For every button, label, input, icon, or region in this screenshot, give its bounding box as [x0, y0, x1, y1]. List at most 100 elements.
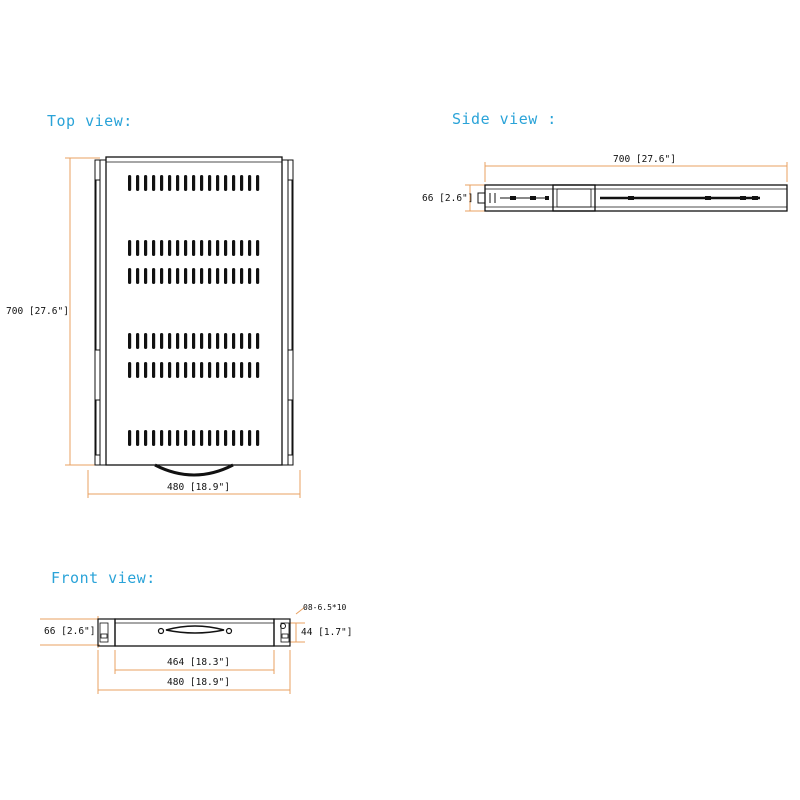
vent-slot [232, 333, 236, 349]
vent-slot [136, 175, 140, 191]
vent-slot [216, 175, 220, 191]
side-view-drawing [465, 162, 788, 212]
vent-slot [240, 333, 244, 349]
front-view-width-label: 480 [18.9"] [167, 677, 230, 688]
vent-slot [128, 430, 132, 446]
vent-slot [136, 333, 140, 349]
front-view-inner-width-label: 464 [18.3"] [167, 657, 230, 668]
vent-slot [128, 362, 132, 378]
vent-slot [192, 175, 196, 191]
vent-slot [136, 430, 140, 446]
vent-slot [168, 175, 172, 191]
vent-slot [200, 362, 204, 378]
vent-slot [240, 362, 244, 378]
vent-slot [224, 333, 228, 349]
vent-slot [160, 430, 164, 446]
vent-slot [256, 175, 260, 191]
vent-slot [152, 333, 156, 349]
vent-slot [200, 333, 204, 349]
vent-slot [160, 333, 164, 349]
vent-slot [136, 362, 140, 378]
vent-slot [200, 268, 204, 284]
vent-slot [184, 333, 188, 349]
vent-slot [128, 175, 132, 191]
vent-slot [200, 430, 204, 446]
vent-slot [168, 362, 172, 378]
vent-slot [208, 333, 212, 349]
vent-slot [128, 240, 132, 256]
vent-slot [248, 430, 252, 446]
vent-slot [240, 175, 244, 191]
vent-slot [176, 430, 180, 446]
vent-slot [176, 240, 180, 256]
vent-slot [184, 240, 188, 256]
vent-slot [176, 333, 180, 349]
top-view-vent-slots [128, 175, 260, 446]
vent-slot [256, 430, 260, 446]
vent-slot [152, 430, 156, 446]
vent-slot [184, 430, 188, 446]
top-view-shelf [105, 156, 283, 466]
vent-slot [160, 175, 164, 191]
vent-slot [160, 268, 164, 284]
vent-slot [128, 333, 132, 349]
vent-slot [256, 240, 260, 256]
vent-slot [216, 362, 220, 378]
vent-slot [152, 268, 156, 284]
front-view-title: Front view: [51, 569, 156, 587]
vent-slot [192, 268, 196, 284]
vent-slot [232, 240, 236, 256]
top-view-dimension-lines [65, 157, 301, 498]
vent-slot [208, 175, 212, 191]
vent-slot [224, 430, 228, 446]
vent-slot [184, 175, 188, 191]
top-view-width-label: 480 [18.9"] [167, 482, 230, 493]
vent-slot [216, 268, 220, 284]
vent-slot [176, 175, 180, 191]
vent-slot [208, 268, 212, 284]
vent-slot [184, 268, 188, 284]
vent-slot [128, 268, 132, 284]
side-view-rail [477, 184, 788, 212]
vent-slot [184, 362, 188, 378]
vent-slot [144, 268, 148, 284]
vent-slot [256, 268, 260, 284]
vent-slot [248, 240, 252, 256]
vent-slot [168, 268, 172, 284]
vent-slot [232, 430, 236, 446]
front-view-handle [157, 625, 233, 635]
vent-slot [192, 240, 196, 256]
vent-slot [248, 175, 252, 191]
vent-slot [200, 175, 204, 191]
vent-slot [224, 362, 228, 378]
top-view-handle [154, 463, 234, 477]
vent-slot [240, 240, 244, 256]
side-view-dimension-lines [465, 162, 788, 212]
vent-slot [256, 362, 260, 378]
side-view-height-label: 66 [2.6"] [422, 193, 474, 204]
front-view-inner-height-label: 44 [1.7"] [301, 627, 353, 638]
vent-slot [200, 240, 204, 256]
vent-slot [224, 240, 228, 256]
top-view-drawing [65, 156, 301, 498]
vent-slot [160, 362, 164, 378]
vent-slot [224, 268, 228, 284]
front-view-outline [97, 618, 291, 647]
top-view-length-label: 700 [27.6"] [6, 306, 69, 317]
vent-slot [208, 430, 212, 446]
vent-slot [144, 240, 148, 256]
vent-slot [232, 175, 236, 191]
vent-slot [232, 268, 236, 284]
vent-slot [192, 333, 196, 349]
vent-slot [256, 333, 260, 349]
vent-slot [192, 362, 196, 378]
vent-slot [136, 268, 140, 284]
vent-slot [240, 268, 244, 284]
vent-slot [144, 175, 148, 191]
vent-slot [152, 175, 156, 191]
vent-slot [224, 175, 228, 191]
vent-slot [168, 240, 172, 256]
vent-slot [208, 240, 212, 256]
vent-slot [144, 430, 148, 446]
